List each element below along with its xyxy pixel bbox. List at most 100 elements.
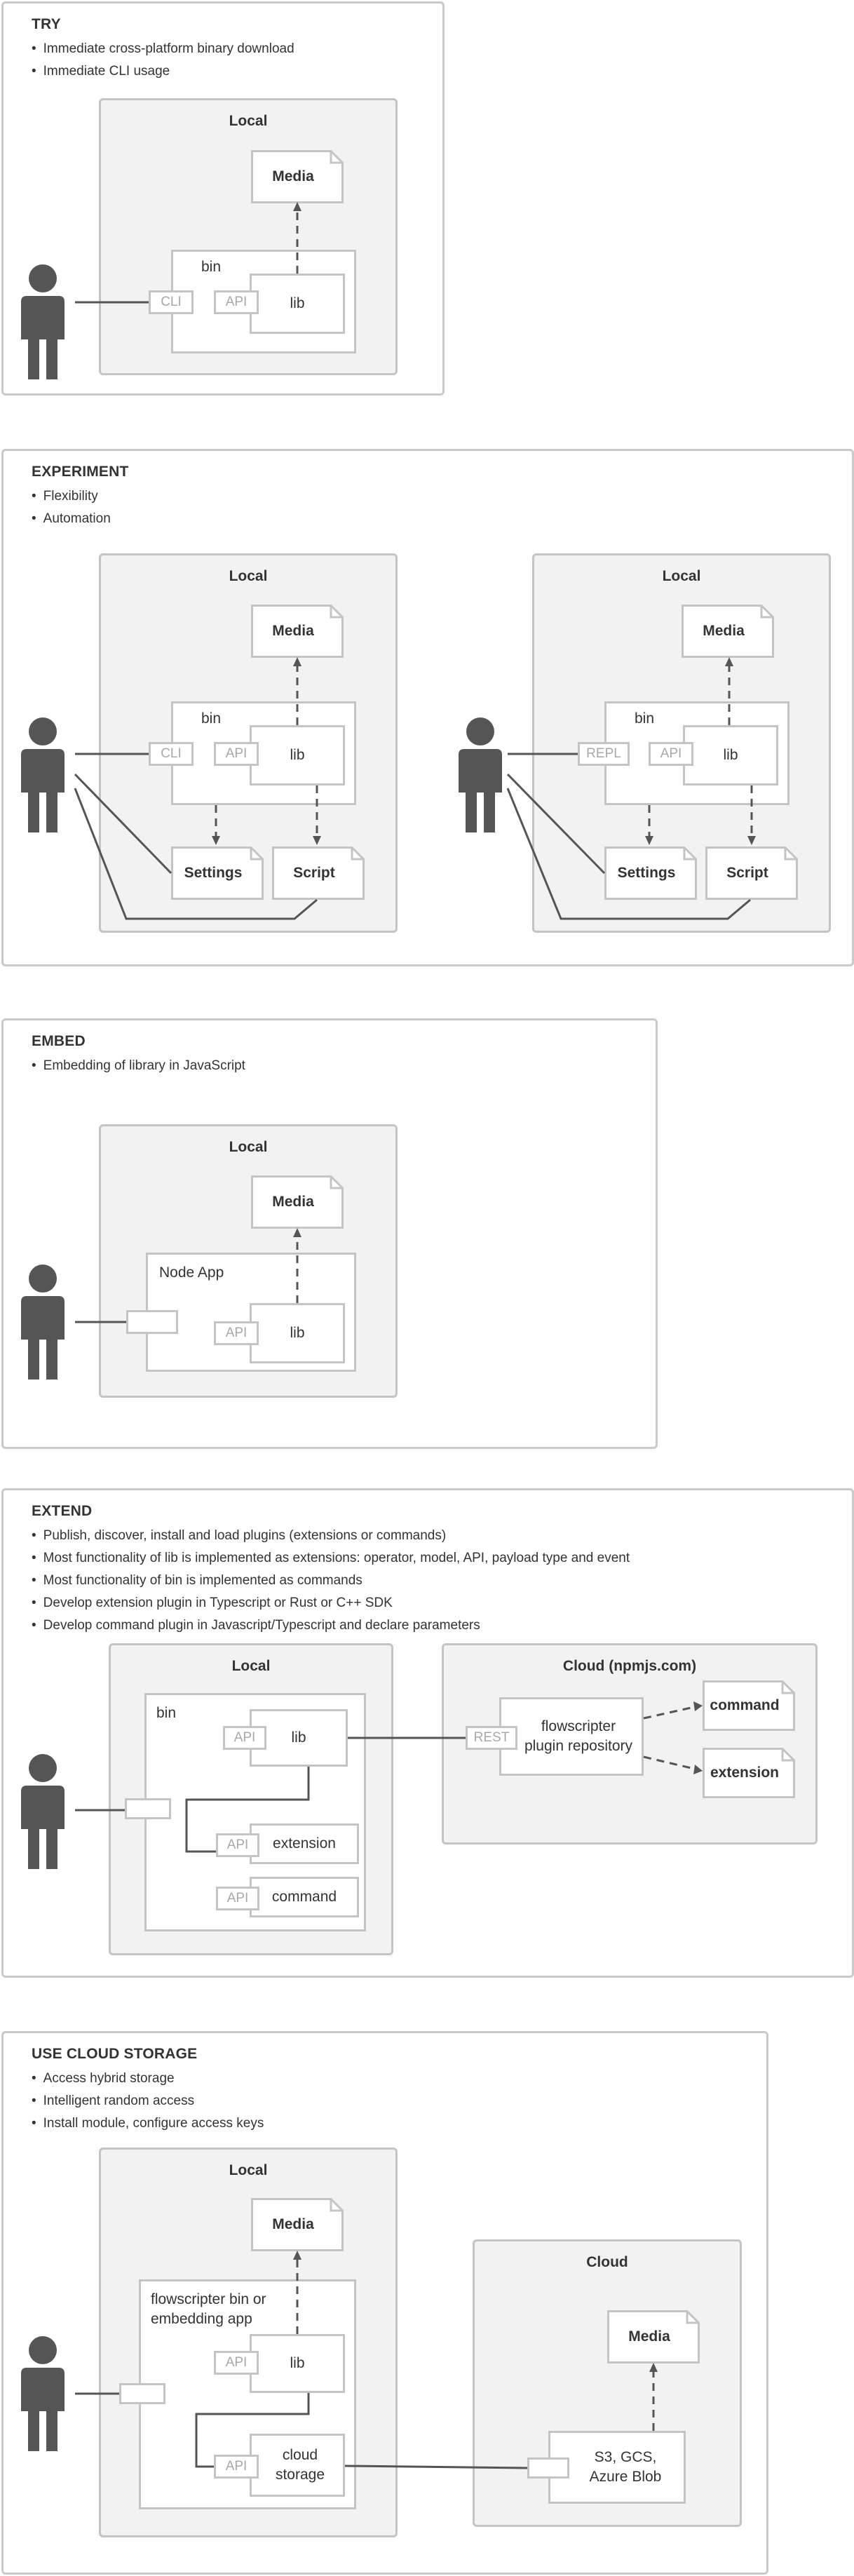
lib-label: lib: [290, 1325, 305, 1341]
media-document: Media: [251, 605, 344, 658]
node-app-label: Node App: [159, 1265, 224, 1281]
zone-title: Local: [229, 568, 268, 584]
media-document: Media: [251, 150, 344, 203]
api-port: API: [214, 2455, 259, 2479]
doc-label: Media: [628, 2328, 670, 2345]
bullet-item: Embedding of library in JavaScript: [32, 1055, 245, 1077]
lib-box: lib: [250, 1303, 345, 1363]
doc-label: Media: [703, 623, 745, 639]
user-icon: [459, 717, 502, 832]
media-document: Media: [682, 605, 774, 658]
s3-label: S3, GCS, Azure Blob: [589, 2449, 662, 2485]
doc-label: Media: [272, 2216, 314, 2232]
user-icon: [21, 717, 65, 832]
api-port: API: [214, 290, 259, 314]
doc-label: Settings: [617, 865, 676, 881]
extension-label: extension: [273, 1835, 336, 1852]
extension-document: extension: [703, 1748, 795, 1798]
lib-label: lib: [290, 747, 305, 763]
lib-label: lib: [723, 747, 738, 763]
s3-box: S3, GCS, Azure Blob: [548, 2431, 686, 2504]
user-icon: [21, 1754, 65, 1869]
api-port: API: [214, 1321, 259, 1345]
doc-label: Settings: [184, 865, 243, 881]
app-label: flowscripter bin or embedding app: [151, 2291, 266, 2327]
bin-label: bin: [635, 710, 655, 727]
bullet-item: Develop command plugin in Javascript/Typ…: [32, 1614, 630, 1637]
api-port: API: [223, 1726, 266, 1750]
zone-title: Cloud: [586, 2254, 628, 2270]
command-box: command: [250, 1877, 359, 1917]
bullet-list: Embedding of library in JavaScript: [32, 1055, 245, 1077]
settings-document: Settings: [171, 847, 264, 900]
zone-title: Local: [231, 1658, 271, 1674]
lib-box: lib: [250, 2334, 345, 2393]
cli-port: CLI: [149, 290, 194, 314]
cloud-storage-box: cloud storage: [250, 2434, 345, 2497]
zone-title: Cloud (npmjs.com): [562, 1658, 697, 1674]
bullet-list: Access hybrid storage Intelligent random…: [32, 2068, 264, 2135]
command-document: command: [703, 1680, 795, 1731]
bullet-item: Intelligent random access: [32, 2090, 264, 2112]
bullet-item: Immediate cross-platform binary download: [32, 38, 294, 60]
lib-box: lib: [683, 725, 778, 785]
api-port: API: [216, 1833, 259, 1857]
script-document: Script: [705, 847, 798, 900]
lib-label: lib: [290, 295, 305, 311]
media-document: Media: [251, 1175, 344, 1229]
command-label: command: [271, 1889, 337, 1905]
bin-label: bin: [201, 259, 222, 275]
api-port: API: [214, 2351, 259, 2375]
bin-label: bin: [156, 1705, 177, 1721]
zone-title: Local: [229, 1139, 268, 1155]
lib-label: lib: [290, 2355, 305, 2371]
doc-label: Script: [726, 865, 768, 881]
bin-port: [125, 1798, 171, 1819]
app-port: [119, 2383, 165, 2404]
api-port: API: [216, 1887, 259, 1910]
lib-box: lib: [250, 274, 345, 334]
lib-box: lib: [250, 725, 345, 785]
bin-label: bin: [201, 710, 222, 727]
bullet-item: Install module, configure access keys: [32, 2112, 264, 2135]
api-port: API: [649, 742, 693, 766]
bullet-item: Flexibility: [32, 485, 111, 508]
lib-label: lib: [291, 1729, 306, 1746]
bullet-list: Flexibility Automation: [32, 485, 111, 530]
repository-label: flowscripter plugin repository: [524, 1718, 633, 1754]
cli-port: CLI: [149, 742, 194, 766]
bullet-item: Publish, discover, install and load plug…: [32, 1525, 630, 1547]
doc-label: Script: [293, 865, 335, 881]
user-icon: [21, 1265, 65, 1380]
s3-port: [527, 2457, 569, 2479]
doc-label: extension: [710, 1765, 780, 1781]
section-title: TRY: [32, 16, 61, 32]
doc-label: Media: [272, 1194, 314, 1210]
doc-label: Media: [272, 168, 314, 184]
zone-title: Local: [662, 568, 701, 584]
zone-title: Local: [229, 2162, 268, 2178]
bullet-item: Most functionality of lib is implemented…: [32, 1547, 630, 1570]
bullet-item: Automation: [32, 508, 111, 530]
bullet-item: Most functionality of bin is implemented…: [32, 1570, 630, 1592]
repl-port: REPL: [578, 742, 630, 766]
extension-box: extension: [250, 1823, 359, 1864]
repository-box: flowscripter plugin repository: [499, 1697, 644, 1776]
app-port: [126, 1310, 178, 1334]
media-document: Media: [251, 2198, 344, 2251]
cloud-media-document: Media: [607, 2310, 700, 2363]
doc-label: command: [710, 1697, 780, 1713]
zone-title: Local: [229, 113, 268, 129]
section-title: EMBED: [32, 1033, 86, 1049]
bullet-list: Immediate cross-platform binary download…: [32, 38, 294, 83]
section-title: EXPERIMENT: [32, 464, 129, 480]
user-icon: [21, 264, 65, 379]
bullet-list: Publish, discover, install and load plug…: [32, 1525, 630, 1637]
cloud-storage-label: cloud storage: [275, 2447, 325, 2483]
section-title: USE CLOUD STORAGE: [32, 2046, 198, 2062]
user-icon: [21, 2336, 65, 2451]
rest-port: REST: [466, 1726, 517, 1750]
bullet-item: Immediate CLI usage: [32, 60, 294, 83]
doc-label: Media: [272, 623, 314, 639]
section-title: EXTEND: [32, 1503, 93, 1519]
